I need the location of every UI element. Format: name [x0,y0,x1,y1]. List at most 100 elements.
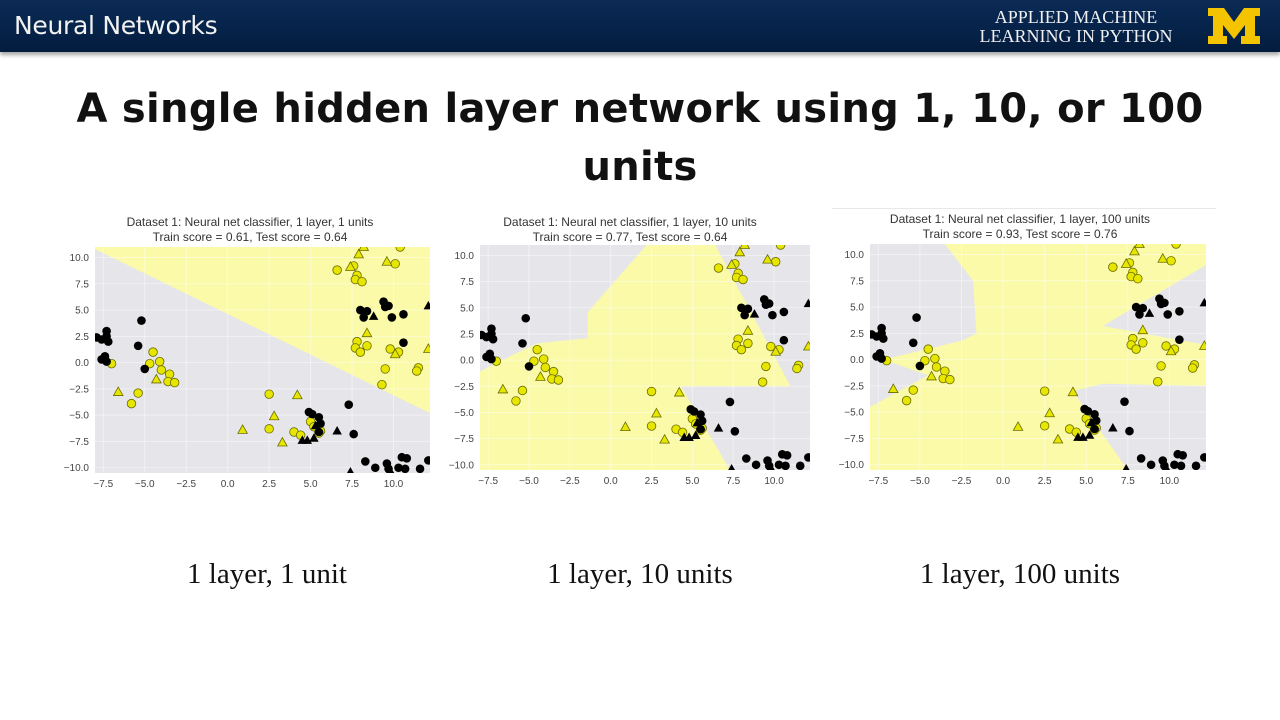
class0-point [488,334,498,344]
y-tick-label: −5.0 [844,408,864,419]
class0-point [1083,406,1093,416]
class1-point [264,389,274,399]
class1-point [1137,324,1149,335]
class0-point [1160,298,1169,308]
class1-point [532,344,542,355]
class0-point [768,310,777,320]
class1-region [95,247,430,414]
course-brand: APPLIED MACHINE LEARNING IN PYTHON [960,8,1192,46]
class0-point [349,429,359,439]
y-tick-label: 5.0 [460,303,474,314]
chart-title: Dataset 1: Neural net classifier, 1 laye… [126,215,374,229]
class0-point [908,338,918,348]
class0-point [877,323,886,333]
class1-point [1198,340,1206,350]
class0-point [362,306,372,316]
class0-point [764,299,774,308]
class0-point [361,457,370,466]
class0-point [103,337,113,346]
y-tick-label: 0.0 [75,358,89,369]
x-tick-label: −5.0 [519,476,539,487]
class0-point [368,311,379,320]
class0-point [879,334,888,343]
class1-point [1044,407,1056,418]
y-tick-label: −7.5 [844,434,864,445]
caption-100-units: 1 layer, 100 units [919,558,1121,590]
class0-point [415,464,425,473]
y-tick-label: 5.0 [75,306,89,317]
y-tick-label: 7.5 [75,279,89,290]
class0-point [95,333,101,342]
class1-point [148,347,158,357]
x-tick-label: 7.5 [726,476,740,487]
class0-point [133,341,143,351]
y-tick-label: 7.5 [460,277,474,288]
x-tick-label: 5.0 [685,476,699,487]
class0-point [309,433,319,442]
class1-point [358,247,370,251]
class0-point [400,464,410,473]
caption-10-units: 1 layer, 10 units [547,558,733,590]
class1-point [539,354,549,364]
y-tick-label: −5.0 [69,411,89,422]
class0-point [1200,453,1206,462]
class0-point [480,330,486,340]
x-tick-label: 10.0 [384,479,404,490]
x-tick-label: 2.5 [262,479,276,490]
class0-point [314,427,324,437]
class1-point [646,386,657,397]
class1-point [792,363,802,374]
class1-point [381,255,393,266]
class1-point [766,341,776,352]
y-tick-label: 10.0 [455,251,475,262]
y-tick-label: −7.5 [69,437,89,448]
class1-region [480,245,791,470]
y-tick-label: 5.0 [850,303,864,314]
class1-point [389,348,401,359]
class0-point [749,309,760,318]
class0-point [332,425,342,435]
class1-point [540,362,551,373]
class1-point [112,386,124,396]
chart-scores: Train score = 0.61, Test score = 0.64 [152,230,348,244]
y-tick-label: −2.5 [69,384,89,395]
class1-point [713,263,724,273]
class1-point [1133,273,1143,284]
class1-point [923,344,933,354]
chart-100-units: Dataset 1: Neural net classifier, 1 laye… [820,210,1220,500]
class1-point [1120,258,1132,268]
y-tick-label: −2.5 [844,381,864,392]
class0-point [743,304,753,314]
class0-point [725,397,735,407]
x-tick-label: −2.5 [952,476,972,487]
y-tick-label: −5.0 [454,408,474,419]
x-tick-label: 0.0 [996,476,1010,487]
class0-point [741,454,751,463]
class0-point [690,430,701,439]
class1-point [757,377,768,387]
y-tick-label: −10.0 [64,463,90,474]
class0-point [689,407,699,416]
class1-point [390,259,400,269]
class0-point [1178,450,1188,460]
x-tick-label: 0.0 [604,476,618,487]
x-tick-label: 10.0 [1160,476,1180,487]
class0-point [316,419,325,428]
class1-point [497,383,509,394]
class1-point [1052,433,1064,444]
class0-point [307,409,317,419]
class0-point [1125,426,1134,436]
class1-point [775,245,786,250]
class1-point [887,383,899,393]
university-logo-icon [1208,8,1260,44]
class0-point [877,354,886,363]
caption-1-unit: 1 layer, 1 unit [187,558,347,590]
class0-point [870,330,876,339]
x-tick-label: 0.0 [221,479,235,490]
class1-point [743,338,753,349]
class0-point [310,420,321,430]
y-tick-label: −2.5 [454,382,474,393]
class0-point [774,460,784,470]
class1-point [1157,252,1169,263]
class1-point [1138,338,1148,348]
